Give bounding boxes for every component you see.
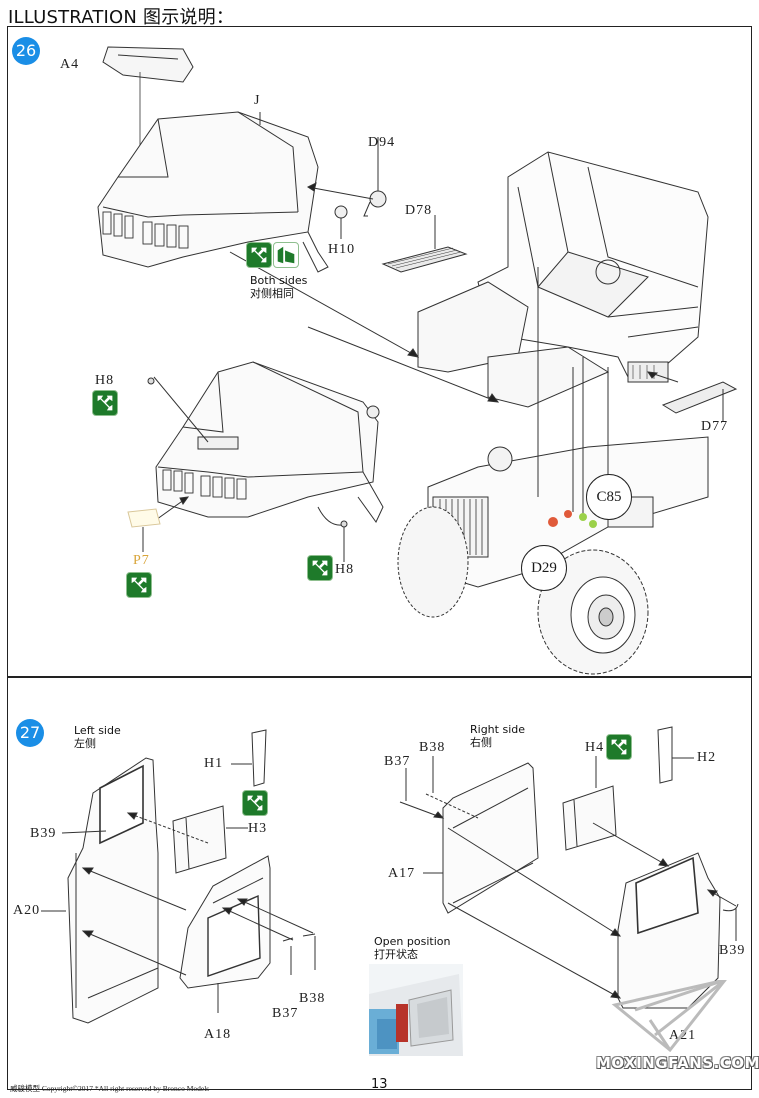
part-label-h3: H3 <box>248 821 268 836</box>
part-label-a4: A4 <box>60 57 80 72</box>
cab-body-drawing <box>417 151 709 408</box>
part-h4-drawing <box>562 756 670 867</box>
step-number-badge: 27 <box>16 719 44 747</box>
decal-label-p7: P7 <box>133 553 150 568</box>
step-number-badge: 26 <box>12 37 40 65</box>
part-label-h1: H1 <box>204 756 224 771</box>
glue-icon <box>126 572 152 598</box>
both-sides-note-zh: 对侧相同 <box>250 287 294 300</box>
both-sides-note-en: Both sides <box>250 274 308 287</box>
part-label-h4: H4 <box>585 740 605 755</box>
right-side-title-zh: 右侧 <box>470 736 492 749</box>
watermark-text: MOXINGFANS.COM <box>596 1054 759 1072</box>
part-label-h8-top: H8 <box>95 373 115 388</box>
part-label-a18: A18 <box>204 1027 232 1042</box>
part-label-b37-left: B37 <box>272 1006 299 1021</box>
open-position-photo <box>369 964 463 1056</box>
part-label-j: J <box>254 93 261 108</box>
step-27-assembly-drawing <box>41 726 739 1024</box>
part-label-b39-left: B39 <box>30 826 57 841</box>
wheels-drawing <box>397 506 649 675</box>
part-label-a17: A17 <box>388 866 416 881</box>
page-number: 13 <box>371 1077 388 1092</box>
part-label-d77: D77 <box>701 419 729 434</box>
part-h1-drawing <box>231 729 267 787</box>
part-label-h10: H10 <box>328 242 356 257</box>
step-26-panel: 26 <box>7 26 752 677</box>
part-label-h8-bottom: H8 <box>335 562 355 577</box>
left-side-title-en: Left side <box>74 724 121 737</box>
glue-icon <box>246 242 272 268</box>
left-door-a18-drawing <box>81 855 316 1013</box>
right-door-a21-drawing <box>447 827 739 1009</box>
step-26-assembly-drawing <box>97 46 738 675</box>
part-label-d78: D78 <box>405 203 433 218</box>
callout-d29: D29 <box>521 545 567 591</box>
part-h3-drawing <box>126 805 248 874</box>
lower-hood-drawing <box>127 361 384 562</box>
part-label-b38-left: B38 <box>299 991 326 1006</box>
part-h2-drawing <box>657 726 694 784</box>
copyright-footer: 威骏模型 Copyright©2017 *All right reserved … <box>10 1084 210 1093</box>
part-d94-drawing <box>307 137 387 239</box>
page-header-title: ILLUSTRATION 图示说明： <box>8 7 235 28</box>
glue-icon <box>606 734 632 760</box>
part-j-hood-drawing <box>97 111 329 273</box>
right-side-title-en: Right side <box>470 723 525 736</box>
glue-icon <box>307 555 333 581</box>
open-position-title-zh: 打开状态 <box>374 948 418 961</box>
part-d77-drawing <box>646 371 738 422</box>
part-label-b38-right: B38 <box>419 740 446 755</box>
part-d78-drawing <box>381 215 468 273</box>
glue-icon <box>92 390 118 416</box>
part-label-h2: H2 <box>697 750 717 765</box>
mirror-both-sides-icon <box>273 242 299 268</box>
part-label-d94: D94 <box>368 135 396 150</box>
part-label-b39-right: B39 <box>719 943 746 958</box>
callout-c85: C85 <box>586 474 632 520</box>
right-door-a17-drawing <box>399 756 539 914</box>
watermark-paper-plane-logo <box>611 980 727 1053</box>
open-position-title-en: Open position <box>374 935 451 948</box>
left-side-title-zh: 左侧 <box>74 737 96 750</box>
part-label-b37-right: B37 <box>384 754 411 769</box>
part-label-a20: A20 <box>13 903 41 918</box>
glue-icon <box>242 790 268 816</box>
left-door-a20-drawing <box>41 757 159 1024</box>
